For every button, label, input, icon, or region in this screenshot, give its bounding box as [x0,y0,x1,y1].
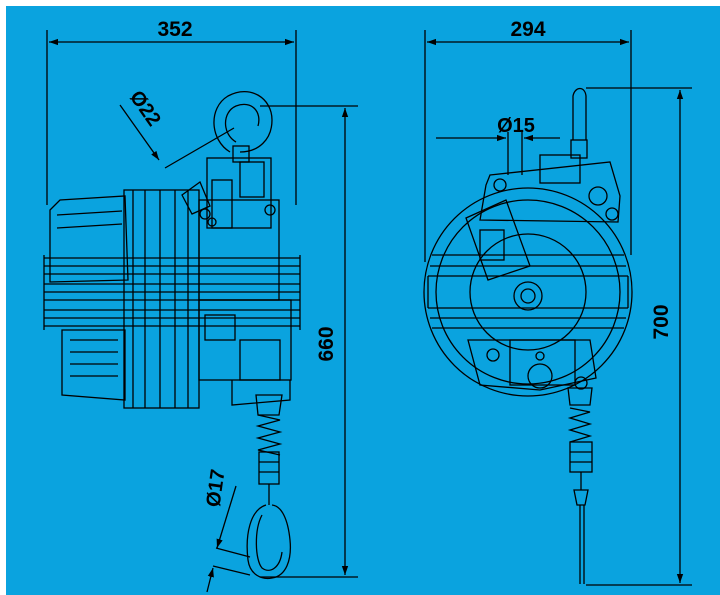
side-height-label: 660 [315,326,338,361]
side-cable-assembly [212,394,292,580]
side-housing [49,189,292,409]
front-width-dimension [424,30,632,262]
dimension-drawing-svg: 352 660 Ø22 Ø17 294 700 Ø15 [6,6,720,595]
side-rail-bands [43,255,301,330]
side-width-dimension [46,30,297,205]
technical-drawing: 352 660 Ø22 Ø17 294 700 Ø15 [6,6,720,595]
snap-hook-diameter-leader [206,485,237,593]
cable-diameter-dimension [436,132,560,175]
front-drum-body [423,187,633,397]
front-width-label: 294 [510,18,545,41]
cable-diameter-label: Ø15 [497,115,535,137]
hook-diameter-leader [119,104,235,169]
front-cable-assembly [567,387,593,584]
side-view [43,30,358,593]
front-view [423,30,692,586]
front-height-label: 700 [650,304,673,339]
front-height-dimension [586,87,692,586]
side-hook-assembly [181,91,276,229]
front-top-bracket [465,87,621,281]
snap-hook-diameter-label: Ø17 [203,468,230,509]
front-bottom-housing [467,339,597,391]
side-width-label: 352 [157,18,192,41]
